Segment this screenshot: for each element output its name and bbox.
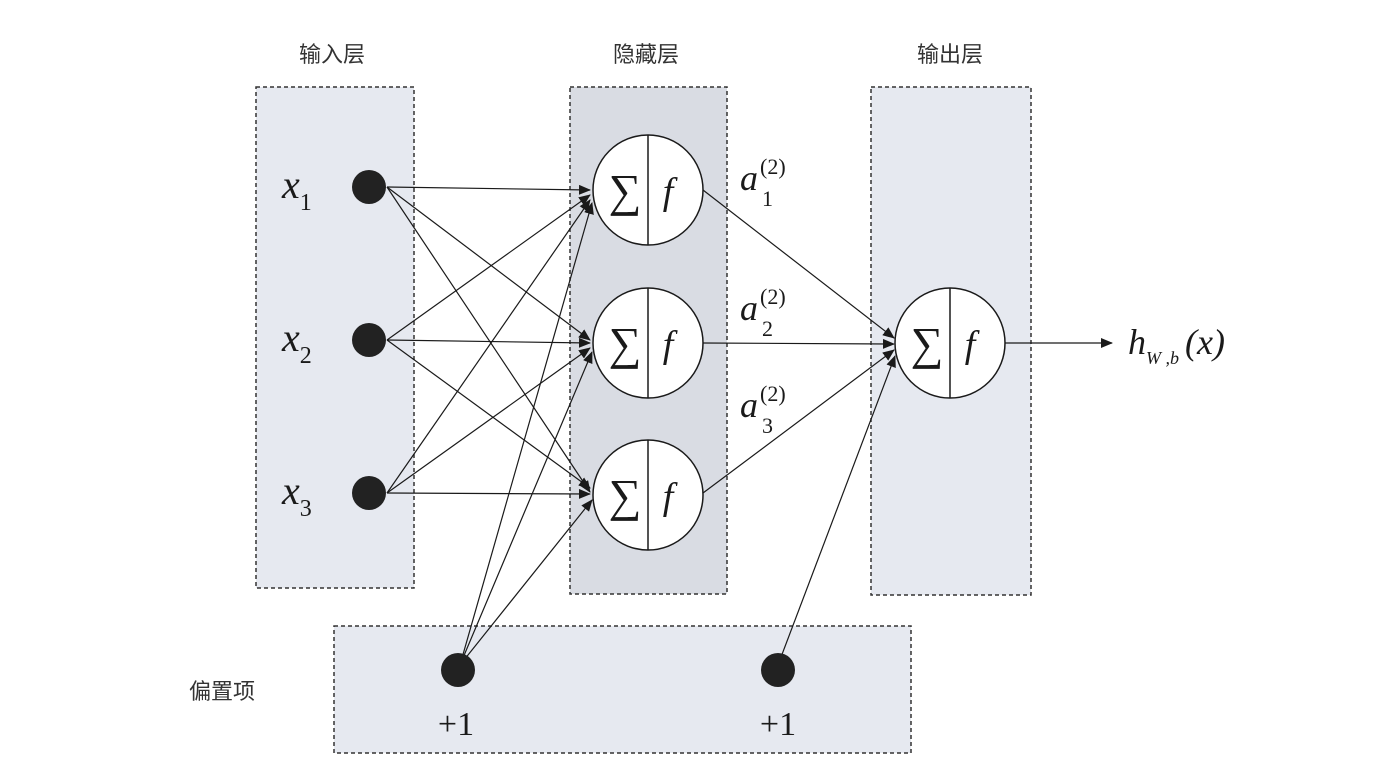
bias-nodes <box>441 653 795 687</box>
bias-node-2 <box>761 653 795 687</box>
input-label-2: x2 <box>281 315 312 369</box>
bias-node-1 <box>441 653 475 687</box>
activation-label-1: a(2) <box>740 154 786 198</box>
sum-symbol: ∑ <box>609 165 642 216</box>
sum-symbol: ∑ <box>911 318 944 369</box>
hidden-neuron-3: ∑ f <box>592 439 704 551</box>
bias-to-hidden-edges <box>459 202 594 666</box>
input-node-3 <box>352 476 386 510</box>
bias-panel <box>333 625 912 754</box>
activation-sub-2: 2 <box>762 316 773 341</box>
activation-label-3: a(2) <box>740 381 786 425</box>
bias-label-1: +1 <box>438 706 474 743</box>
input-label-1: x1 <box>281 162 312 216</box>
input-node-1 <box>352 170 386 204</box>
output-neuron: ∑ f <box>894 287 1006 399</box>
input-to-hidden-edges <box>386 184 591 499</box>
activation-label-2: a(2) <box>740 284 786 328</box>
bias-label-2: +1 <box>760 706 796 743</box>
output-label: hW ,b(x) <box>1128 322 1225 368</box>
sum-symbol: ∑ <box>609 470 642 521</box>
input-layer-panel <box>255 86 415 589</box>
input-label-3: x3 <box>281 468 312 522</box>
activation-sub-3: 3 <box>762 413 773 438</box>
input-nodes <box>352 170 386 510</box>
input-node-2 <box>352 323 386 357</box>
hidden-neuron-2: ∑ f <box>592 287 704 399</box>
input-layer-title: 输入层 <box>299 43 365 68</box>
hidden-to-output-edges <box>702 189 896 666</box>
hidden-neuron-1: ∑ f <box>592 134 704 246</box>
activation-sub-1: 1 <box>762 186 773 211</box>
hidden-layer-title: 隐藏层 <box>613 43 679 68</box>
sum-symbol: ∑ <box>609 318 642 369</box>
bias-title: 偏置项 <box>189 680 255 705</box>
output-layer-title: 输出层 <box>917 43 983 68</box>
